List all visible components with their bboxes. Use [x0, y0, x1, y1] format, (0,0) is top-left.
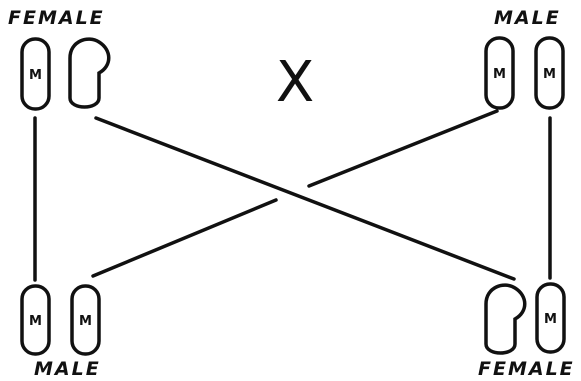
label-bottom-left-male: MALE	[34, 358, 101, 380]
chromosome-hooked-top-left	[70, 39, 109, 107]
line-cross-down	[96, 118, 514, 279]
chromosome-label-bottom-left-a: M	[29, 314, 42, 329]
chromosome-pair-top-right: M M	[486, 38, 563, 108]
chromosome-pair-bottom-left: M M	[22, 286, 99, 354]
chromosome-label-top-left: M	[29, 68, 42, 83]
chromosome-label-bottom-right: M	[544, 312, 557, 327]
label-top-left-female: FEMALE	[8, 7, 105, 29]
line-cross-up-upper	[309, 111, 497, 186]
chromosome-label-top-right-a: M	[493, 67, 506, 82]
chromosome-pair-bottom-right: M	[486, 284, 564, 353]
label-bottom-right-female: FEMALE	[478, 358, 575, 380]
cross-symbol: X	[276, 50, 314, 115]
chromosome-hooked-bottom-right	[486, 285, 525, 353]
chromosome-label-top-right-b: M	[543, 67, 556, 82]
label-top-right-male: MALE	[494, 7, 561, 29]
chromosome-label-bottom-left-b: M	[79, 314, 92, 329]
chromosome-pair-top-left: M	[22, 39, 109, 109]
line-cross-up-lower	[93, 200, 276, 276]
